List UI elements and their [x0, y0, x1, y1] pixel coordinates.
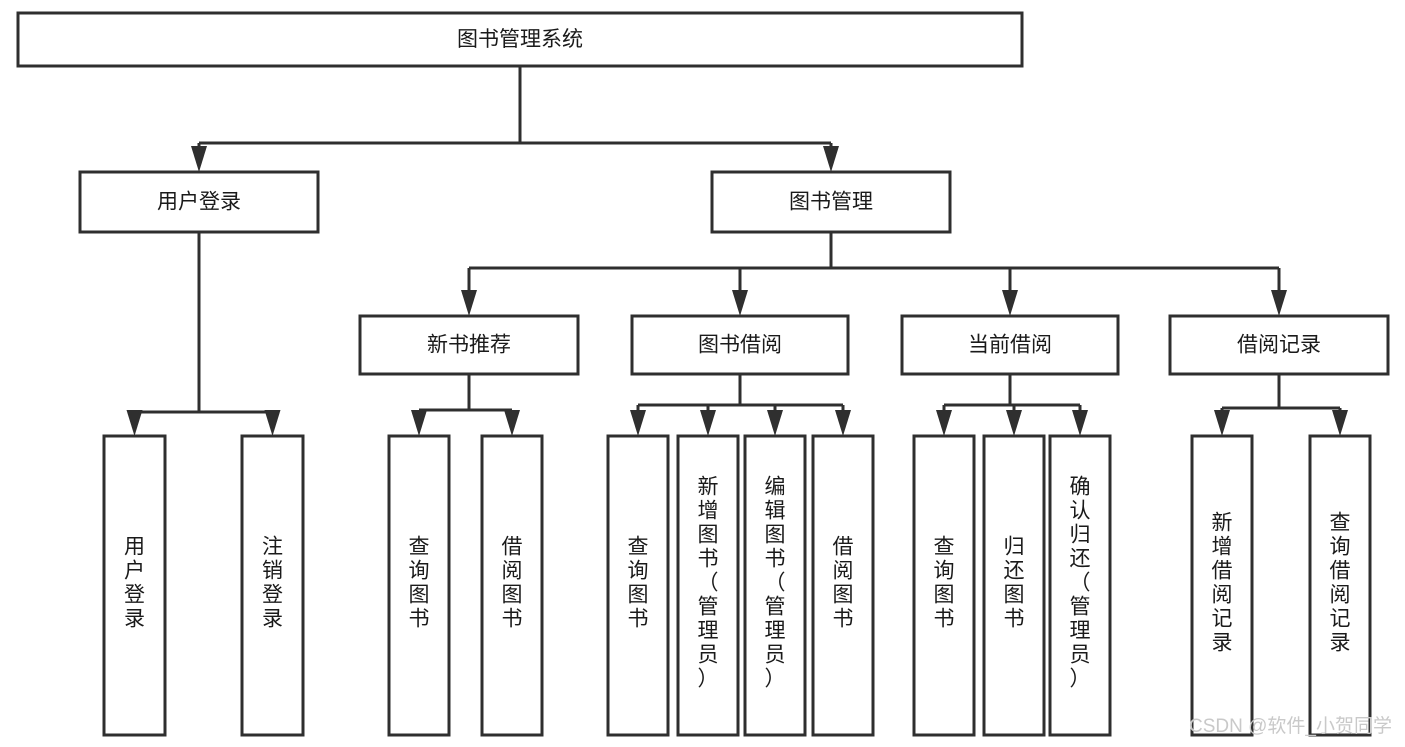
diagram-node-leaf-query-book-2[interactable]: 查询图书: [606, 434, 670, 737]
node-box: [912, 434, 976, 737]
arrow-head-icon: [700, 410, 716, 436]
diagram-node-leaf-logout[interactable]: 注销登录: [240, 434, 305, 737]
diagram-node-borrow-record[interactable]: 借阅记录: [1168, 314, 1390, 376]
node-label: 用户登录: [157, 191, 241, 214]
diagram-node-leaf-query-book-1[interactable]: 查询图书: [387, 434, 451, 737]
node-box: [387, 434, 451, 737]
diagram-node-leaf-confirm-return[interactable]: 确认归还（管理员）: [1048, 434, 1112, 737]
diagram-node-book-manage[interactable]: 图书管理: [710, 170, 952, 234]
arrow-head-icon: [126, 410, 143, 436]
node-label: 归还图书: [1004, 536, 1025, 631]
node-box: [743, 434, 807, 737]
node-label: 查询借阅记录: [1330, 512, 1351, 655]
diagram-node-current-borrow[interactable]: 当前借阅: [900, 314, 1120, 376]
arrow-head-icon: [264, 410, 281, 436]
node-label: 借阅图书: [833, 536, 854, 631]
node-label: 新增借阅记录: [1212, 512, 1233, 655]
watermark-label: CSDN @软件_小贺同学: [1189, 715, 1392, 737]
node-box: [358, 314, 580, 376]
node-box: [102, 434, 167, 737]
node-label: 借阅记录: [1237, 334, 1321, 357]
node-label: 当前借阅: [968, 334, 1052, 357]
node-box: [1168, 314, 1390, 376]
diagram-node-new-book-recommend[interactable]: 新书推荐: [358, 314, 580, 376]
node-box: [630, 314, 850, 376]
arrow-head-icon: [1332, 410, 1348, 436]
arrow-head-icon: [1006, 410, 1022, 436]
diagram-node-leaf-edit-book[interactable]: 编辑图书（管理员）: [743, 434, 807, 737]
node-label: 查询图书: [628, 536, 649, 631]
diagram-node-user-login[interactable]: 用户登录: [78, 170, 320, 234]
node-label: 新增图书（管理员）: [698, 476, 719, 691]
connector-layer: [126, 66, 1348, 436]
node-box: [240, 434, 305, 737]
diagram-node-leaf-borrow-book-1[interactable]: 借阅图书: [480, 434, 544, 737]
node-label: 图书管理: [789, 191, 873, 214]
diagram-node-leaf-add-record[interactable]: 新增借阅记录: [1190, 434, 1254, 737]
node-label: 新书推荐: [427, 334, 511, 357]
node-box: [1308, 434, 1372, 737]
node-box: [16, 11, 1024, 68]
arrow-head-icon: [835, 410, 851, 436]
node-box: [606, 434, 670, 737]
node-layer: 图书管理系统用户登录图书管理新书推荐图书借阅当前借阅借阅记录用户登录注销登录查询…: [16, 11, 1390, 737]
arrow-head-icon: [1214, 410, 1230, 436]
node-box: [1190, 434, 1254, 737]
node-label: 图书管理系统: [457, 28, 583, 51]
diagram-node-book-borrow[interactable]: 图书借阅: [630, 314, 850, 376]
arrow-head-icon: [823, 146, 839, 172]
arrow-head-icon: [1271, 290, 1287, 316]
diagram-node-leaf-query-record[interactable]: 查询借阅记录: [1308, 434, 1372, 737]
node-box: [710, 170, 952, 234]
arrow-head-icon: [1002, 290, 1018, 316]
diagram-node-leaf-user-login[interactable]: 用户登录: [102, 434, 167, 737]
arrow-head-icon: [732, 290, 748, 316]
node-label: 查询图书: [409, 536, 430, 631]
arrow-head-icon: [630, 410, 646, 436]
diagram-node-leaf-add-book[interactable]: 新增图书（管理员）: [676, 434, 740, 737]
node-label: 用户登录: [124, 536, 145, 631]
arrow-head-icon: [191, 146, 207, 172]
node-label: 图书借阅: [698, 334, 782, 357]
node-box: [480, 434, 544, 737]
diagram-node-leaf-query-book-3[interactable]: 查询图书: [912, 434, 976, 737]
node-box: [1048, 434, 1112, 737]
node-box: [811, 434, 875, 737]
arrow-head-icon: [411, 410, 427, 436]
diagram-node-root[interactable]: 图书管理系统: [16, 11, 1024, 68]
node-label: 编辑图书（管理员）: [765, 476, 786, 691]
arrow-head-icon: [767, 410, 783, 436]
node-box: [900, 314, 1120, 376]
arrow-head-icon: [1072, 410, 1088, 436]
arrow-head-icon: [504, 410, 520, 436]
node-box: [78, 170, 320, 234]
node-label: 借阅图书: [502, 536, 523, 631]
node-label: 确认归还（管理员）: [1070, 476, 1091, 691]
diagram-node-leaf-borrow-book-2[interactable]: 借阅图书: [811, 434, 875, 737]
node-label: 注销登录: [262, 536, 283, 631]
diagram-node-leaf-return-book[interactable]: 归还图书: [982, 434, 1046, 737]
node-box: [982, 434, 1046, 737]
node-box: [676, 434, 740, 737]
node-label: 查询图书: [934, 536, 955, 631]
arrow-head-icon: [461, 290, 477, 316]
arrow-head-icon: [936, 410, 952, 436]
